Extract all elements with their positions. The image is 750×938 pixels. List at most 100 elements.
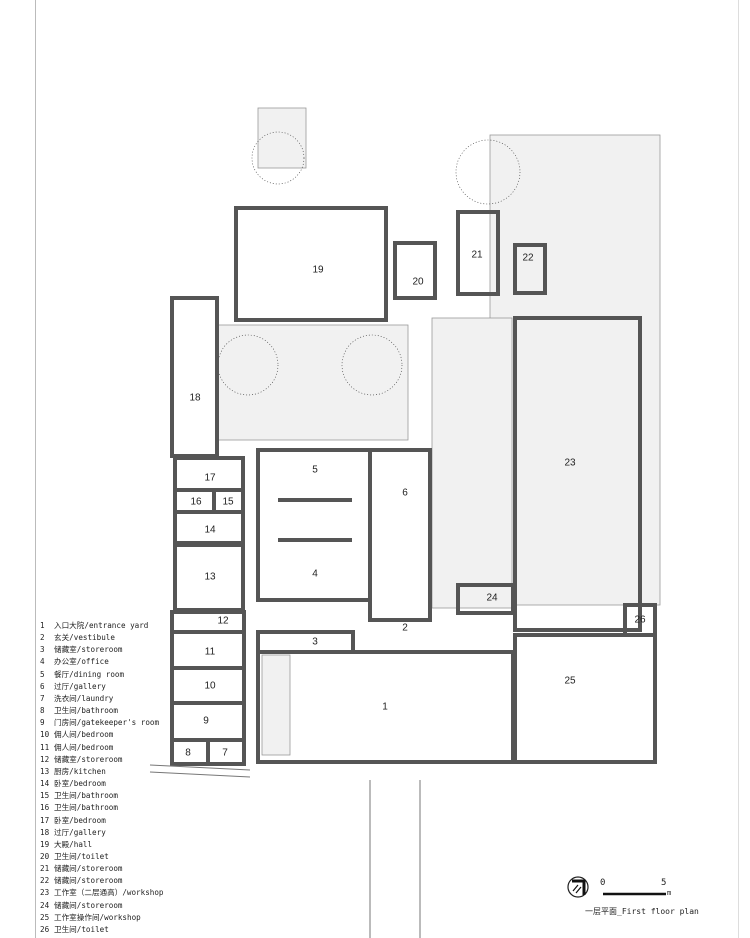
legend-room-name: 卫生间/toilet <box>54 924 109 934</box>
legend-room-name: 门房间/gatekeeper's room <box>54 718 160 728</box>
legend-room-name: 储藏室/storeroom <box>54 754 123 764</box>
room-24-walls <box>456 583 515 615</box>
room-label-21: 21 <box>471 250 483 261</box>
room-6-walls <box>368 448 432 622</box>
room-label-9: 9 <box>203 716 209 727</box>
legend-room-name: 餐厅/dining room <box>54 669 125 679</box>
drawing-title: 一层平面_First floor plan <box>585 907 699 916</box>
room-label-19: 19 <box>312 265 324 276</box>
legend-number: 6 <box>40 681 45 691</box>
legend-room-name: 储藏间/storeroom <box>54 876 123 886</box>
paved-terrace <box>489 134 661 606</box>
frame-line <box>35 0 36 938</box>
legend-number: 16 <box>40 803 50 813</box>
room-label-14: 14 <box>204 525 216 536</box>
legend-number: 20 <box>40 851 50 861</box>
legend-room-name: 工作室操作间/workshop <box>54 912 141 922</box>
legend-item: 18 过厅/gallery <box>40 827 164 839</box>
legend-item: 16 卫生间/bathroom <box>40 802 164 814</box>
legend-item: 17 卧室/bedroom <box>40 815 164 827</box>
legend-room-name: 卫生间/toilet <box>54 851 109 861</box>
legend-room-name: 卫生间/bathroom <box>54 803 118 813</box>
room-20-walls <box>393 241 437 300</box>
room-25-walls <box>513 633 657 764</box>
room-label-2: 2 <box>402 623 408 634</box>
room-19-walls <box>234 206 388 322</box>
legend-number: 25 <box>40 912 50 922</box>
legend-room-name: 洗衣间/laundry <box>54 693 114 703</box>
legend-number: 4 <box>40 657 45 667</box>
room-label-7: 7 <box>222 748 228 759</box>
legend-room-name: 过厅/gallery <box>54 827 106 837</box>
scale-start: 0 <box>600 878 606 888</box>
room-label-16: 16 <box>190 497 202 508</box>
legend-number: 18 <box>40 827 50 837</box>
room-label-20: 20 <box>412 277 424 288</box>
room-label-8: 8 <box>185 748 191 759</box>
legend-item: 9 门房间/gatekeeper's room <box>40 717 164 729</box>
room-labels: 1 2 3 4 5 6 7 8 9 10 11 12 13 14 15 16 1… <box>185 250 646 759</box>
side-paving <box>261 654 291 756</box>
legend-number: 11 <box>40 742 50 752</box>
room-23-walls <box>513 316 642 632</box>
legend-number: 3 <box>40 645 45 655</box>
legend-item: 7 洗衣间/laundry <box>40 693 164 705</box>
room-label-1: 1 <box>382 702 388 713</box>
legend-room-name: 卫生间/bathroom <box>54 706 118 716</box>
legend-room-name: 玄关/vestibule <box>54 633 115 643</box>
legend-number: 23 <box>40 888 50 898</box>
legend-room-name: 储藏间/storeroom <box>54 864 123 874</box>
legend-number: 24 <box>40 900 50 910</box>
legend-room-name: 储藏间/storeroom <box>54 900 123 910</box>
legend-item: 13 厨房/kitchen <box>40 766 164 778</box>
legend-room-name: 卧室/bedroom <box>54 815 106 825</box>
legend-item: 20 卫生间/toilet <box>40 851 164 863</box>
room-label-23: 23 <box>564 458 576 469</box>
scale-end: 5 <box>661 878 667 888</box>
room-label-22: 22 <box>522 253 534 264</box>
legend-number: 9 <box>40 718 45 728</box>
legend-number: 8 <box>40 706 45 716</box>
legend-number: 13 <box>40 766 50 776</box>
legend-item: 26 卫生间/toilet <box>40 924 164 936</box>
room-label-12: 12 <box>217 616 229 627</box>
legend-number: 7 <box>40 693 45 703</box>
room-3-walls <box>256 630 355 654</box>
room-label-24: 24 <box>486 593 498 604</box>
room-label-13: 13 <box>204 572 216 583</box>
legend-room-name: 厨房/kitchen <box>54 766 106 776</box>
legend-number: 17 <box>40 815 50 825</box>
room-label-5: 5 <box>312 465 318 476</box>
legend-room-name: 储藏室/storeroom <box>54 645 123 655</box>
legend-room-name: 卧室/bedroom <box>54 779 106 789</box>
legend-room-name: 大殿/hall <box>54 839 93 849</box>
room-label-26: 26 <box>634 615 646 626</box>
room-label-25: 25 <box>564 676 576 687</box>
legend-number: 21 <box>40 864 50 874</box>
room-label-11: 11 <box>205 647 216 658</box>
legend-item: 8 卫生间/bathroom <box>40 705 164 717</box>
scale-unit: m <box>667 889 672 897</box>
legend-item: 24 储藏间/storeroom <box>40 900 164 912</box>
courtyard-paving <box>217 324 409 441</box>
legend-item: 21 储藏间/storeroom <box>40 863 164 875</box>
tree-icon <box>217 131 521 396</box>
room-label-18: 18 <box>189 393 201 404</box>
north-arrow-icon <box>567 876 589 898</box>
legend-item: 25 工作室操作间/workshop <box>40 912 164 924</box>
legend-number: 10 <box>40 730 50 740</box>
legend-number: 22 <box>40 876 50 886</box>
legend-number: 26 <box>40 924 50 934</box>
